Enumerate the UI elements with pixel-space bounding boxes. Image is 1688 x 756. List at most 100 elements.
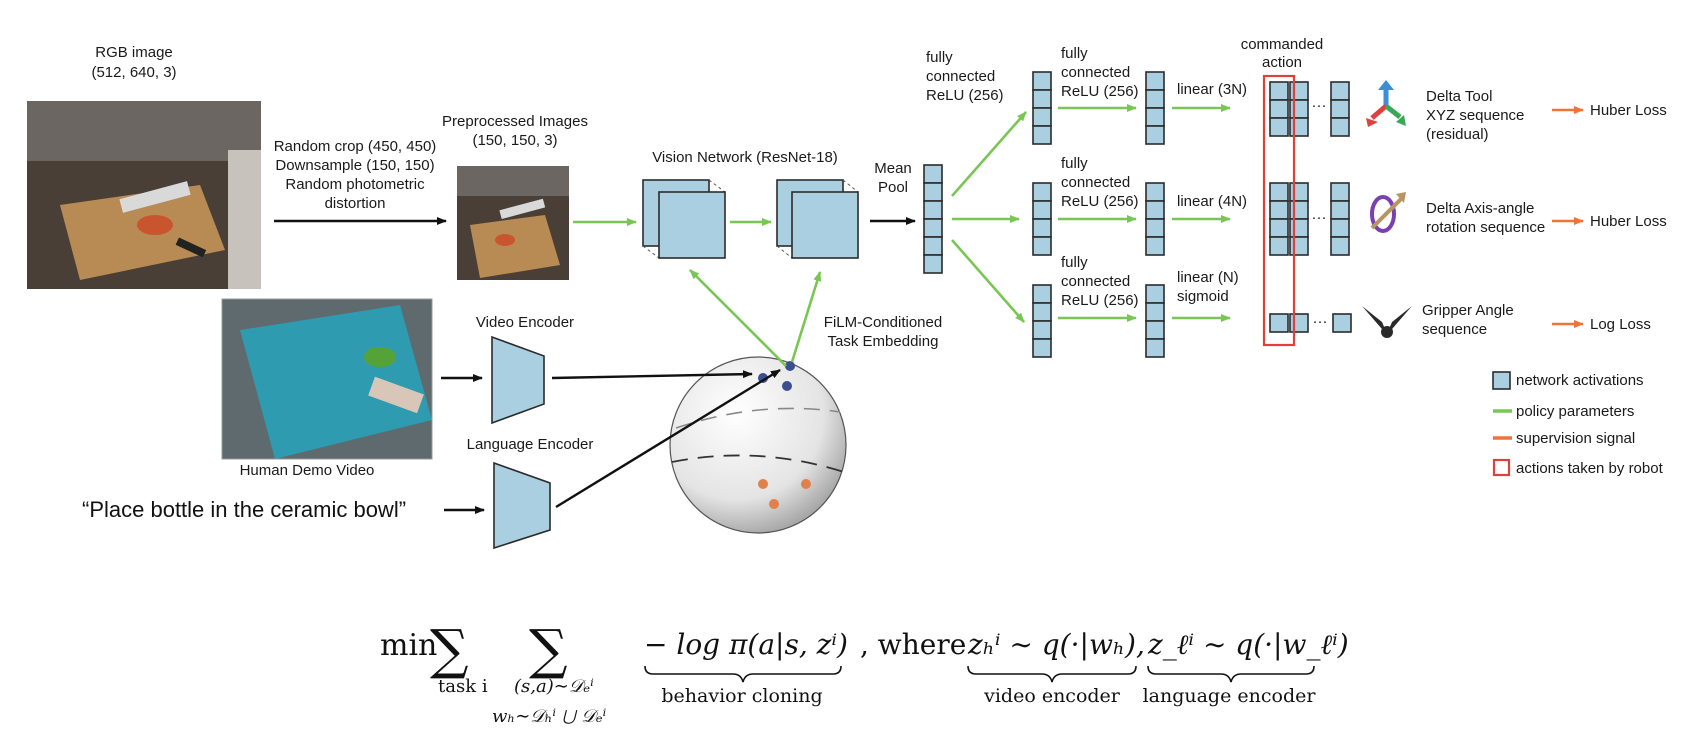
rgb-image-photo <box>27 101 261 289</box>
fc-mid-label-3: ReLU (256) <box>1061 193 1139 210</box>
film-arrow-2 <box>790 271 822 363</box>
legend: network activations policy parameters su… <box>1492 371 1664 477</box>
output-1-name-2: XYZ sequence <box>1426 107 1524 124</box>
legend-action-label: actions taken by robot <box>1516 460 1664 477</box>
mean-pool-label-2: Pool <box>878 179 908 196</box>
language-encoder-shape <box>493 461 551 550</box>
fc2-mid-column <box>1145 182 1165 256</box>
fc2-top-label-1: fully <box>1061 45 1088 62</box>
commanded-action-box <box>1262 74 1296 347</box>
gripper-icon <box>1362 306 1412 338</box>
mean-pool-label-1: Mean <box>874 160 912 177</box>
fc-mid-label-2: connected <box>1061 174 1130 191</box>
fc1-mid-column <box>1032 182 1052 256</box>
legend-supervision-label: supervision signal <box>1516 430 1635 447</box>
pool-to-bottom-arrow <box>951 239 1025 323</box>
fc-bottom-label-2: connected <box>1061 273 1130 290</box>
commanded-action-label-2: action <box>1262 54 1302 71</box>
instruction-text: “Place bottle in the ceramic bowl” <box>82 497 406 522</box>
fc2-top-column <box>1145 71 1165 145</box>
rgb-image-title: RGB image <box>95 44 173 61</box>
objective-equation: min ∑ ∑ task i (s,a)∼𝒟ₑⁱ wₕ∼𝒟ₕⁱ ⋃ 𝒟ₑⁱ − … <box>380 618 1349 727</box>
legend-policy-label: policy parameters <box>1516 403 1634 420</box>
eq-under-lang: language encoder <box>1143 685 1317 707</box>
resnet-block-2 <box>776 179 859 259</box>
linear-top-label: linear (3N) <box>1177 81 1247 98</box>
eq-term-video: zₕⁱ ∼ q(·|wₕ), <box>967 628 1145 661</box>
preprocess-step-3: Random photometric <box>285 176 425 193</box>
video-embedding-arrow <box>551 370 753 380</box>
loss-2-label: Huber Loss <box>1590 213 1667 230</box>
vision-network-label: Vision Network (ResNet-18) <box>652 149 838 166</box>
linear-bottom-label-2: sigmoid <box>1177 288 1229 305</box>
output-2-name-2: rotation sequence <box>1426 219 1545 236</box>
eq-term-lang: z_ℓⁱ ∼ q(·|w_ℓⁱ) <box>1147 628 1349 661</box>
action-bottom-sequence <box>1269 313 1352 333</box>
video-encoder-shape <box>491 335 545 425</box>
fc1-top-column <box>1032 71 1052 145</box>
fc-bottom-label-1: fully <box>1061 254 1088 271</box>
preprocess-step-1: Random crop (450, 450) <box>274 138 437 155</box>
human-demo-video-photo <box>221 298 433 460</box>
commanded-action-label-1: commanded <box>1241 36 1324 53</box>
eq-brace-lang <box>1147 665 1315 683</box>
preprocess-step-4: distortion <box>325 195 386 212</box>
output-3-name-2: sequence <box>1422 321 1487 338</box>
action-top-ellipsis: ··· <box>1312 97 1327 114</box>
language-embedding-arrow <box>555 368 781 509</box>
fc2-top-label-2: connected <box>1061 64 1130 81</box>
action-mid-ellipsis: ··· <box>1312 209 1327 226</box>
preprocessed-image-photo <box>457 166 569 280</box>
fc1-bottom-column <box>1032 284 1052 358</box>
video-encoder-label: Video Encoder <box>476 314 574 331</box>
legend-activation-swatch <box>1492 371 1511 390</box>
axis-angle-rotation-icon <box>1370 192 1406 233</box>
eq-sub-wh: wₕ∼𝒟ₕⁱ ⋃ 𝒟ₑⁱ <box>492 706 607 727</box>
eq-brace-video <box>967 665 1137 683</box>
output-3-name-1: Gripper Angle <box>1422 302 1514 319</box>
preprocessed-title: Preprocessed Images <box>442 113 588 130</box>
film-arrow-1 <box>689 269 787 367</box>
eq-sum-1: ∑ <box>430 618 469 681</box>
legend-activation-label: network activations <box>1516 372 1644 389</box>
pool-activation-column <box>923 164 943 274</box>
linear-bottom-label-1: linear (N) <box>1177 269 1239 286</box>
task-embedding-label-1: FiLM-Conditioned <box>824 314 942 331</box>
human-demo-caption: Human Demo Video <box>240 462 375 479</box>
pool-to-top-arrow <box>951 111 1027 197</box>
loss-3-label: Log Loss <box>1590 316 1651 333</box>
fc-bottom-label-3: ReLU (256) <box>1061 292 1139 309</box>
rgb-image-shape: (512, 640, 3) <box>91 64 176 81</box>
eq-sum-2: ∑ <box>529 618 568 681</box>
output-2-name-1: Delta Axis-angle <box>1426 200 1534 217</box>
preprocessed-shape: (150, 150, 3) <box>472 132 557 149</box>
eq-brace-bc <box>644 665 842 683</box>
fc-mid-label-1: fully <box>1061 155 1088 172</box>
eq-under-video: video encoder <box>983 685 1121 707</box>
language-encoder-label: Language Encoder <box>467 436 594 453</box>
eq-term-bc: − log π(a|s, zⁱ) <box>644 628 848 661</box>
action-mid-sequence <box>1269 182 1350 256</box>
eq-sub-sa: (s,a)∼𝒟ₑⁱ <box>514 676 594 697</box>
legend-action-swatch <box>1492 458 1511 477</box>
output-1-name-3: (residual) <box>1426 126 1489 143</box>
eq-min: min <box>380 628 437 663</box>
action-bottom-ellipsis: ··· <box>1313 313 1328 330</box>
eq-where: , where <box>860 628 966 661</box>
loss-1-label: Huber Loss <box>1590 102 1667 119</box>
fc2-top-label-3: ReLU (256) <box>1061 83 1139 100</box>
eq-under-bc: behavior cloning <box>661 685 822 707</box>
eq-sub-task: task i <box>438 676 488 697</box>
task-embedding-sphere <box>669 356 847 534</box>
fc2-bottom-column <box>1145 284 1165 358</box>
preprocess-step-2: Downsample (150, 150) <box>275 157 434 174</box>
action-top-sequence <box>1269 81 1350 137</box>
output-1-name-1: Delta Tool <box>1426 88 1492 105</box>
fc1-top-label-3: ReLU (256) <box>926 87 1004 104</box>
fc1-top-label-2: connected <box>926 68 995 85</box>
resnet-block-1 <box>642 179 726 259</box>
task-embedding-label-2: Task Embedding <box>828 333 939 350</box>
fc1-top-label-1: fully <box>926 49 953 66</box>
xyz-axes-icon <box>1366 80 1406 127</box>
linear-mid-label: linear (4N) <box>1177 193 1247 210</box>
